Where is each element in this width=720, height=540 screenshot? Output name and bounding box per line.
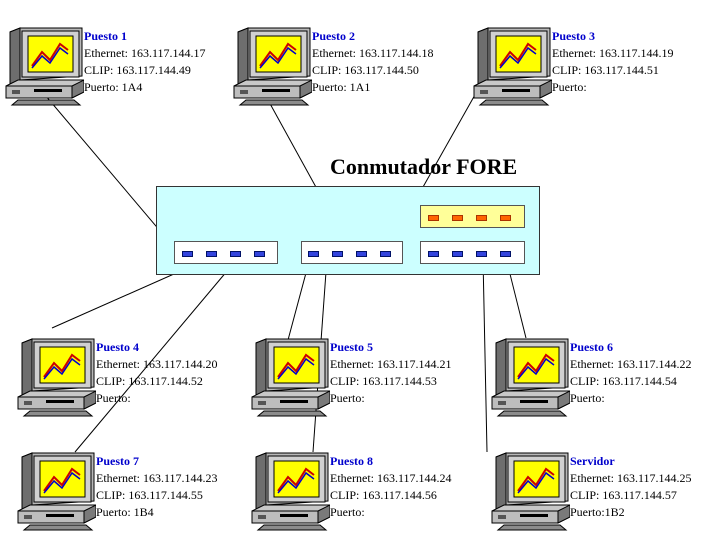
port-uplink-2[interactable] xyxy=(452,215,463,221)
fore-switch xyxy=(156,186,540,275)
switch-module-1a-center xyxy=(301,241,403,264)
clip-address: CLIP: 163.117.144.57 xyxy=(570,488,677,502)
workstation-icon xyxy=(17,338,96,417)
port-1a2[interactable] xyxy=(230,251,241,257)
clip-address: CLIP: 163.117.144.55 xyxy=(96,488,203,502)
ethernet-address: Ethernet: 163.117.144.21 xyxy=(330,357,452,371)
station-info: Puesto 1 Ethernet: 163.117.144.17 CLIP: … xyxy=(84,28,206,96)
switch-module-uplink xyxy=(420,205,525,228)
ethernet-address: Ethernet: 163.117.144.20 xyxy=(96,357,218,371)
ethernet-address: Ethernet: 163.117.144.23 xyxy=(96,471,218,485)
clip-address: CLIP: 163.117.144.50 xyxy=(312,63,419,77)
clip-address: CLIP: 163.117.144.56 xyxy=(330,488,437,502)
workstation-icon xyxy=(233,27,312,106)
ethernet-address: Ethernet: 163.117.144.24 xyxy=(330,471,452,485)
clip-address: CLIP: 163.117.144.54 xyxy=(570,374,677,388)
station-info: Servidor Ethernet: 163.117.144.25 CLIP: … xyxy=(570,453,692,521)
switch-module-1a xyxy=(174,241,278,264)
clip-address: CLIP: 163.117.144.52 xyxy=(96,374,203,388)
station-name: Puesto 8 xyxy=(330,454,373,468)
port-uplink-1[interactable] xyxy=(428,215,439,221)
station-puesto-1: Puesto 1 Ethernet: 163.117.144.17 CLIP: … xyxy=(4,26,244,106)
workstation-icon xyxy=(5,27,84,106)
port-assignment: Puerto: xyxy=(330,505,365,519)
port-assignment: Puerto: xyxy=(96,391,131,405)
port-assignment: Puerto: 1A1 xyxy=(312,80,371,94)
port-assignment: Puerto: 1B4 xyxy=(96,505,154,519)
wire-servidor xyxy=(482,257,488,453)
port-uplink-4[interactable] xyxy=(500,215,511,221)
station-name: Servidor xyxy=(570,454,615,468)
station-servidor: Servidor Ethernet: 163.117.144.25 CLIP: … xyxy=(490,451,720,531)
ethernet-address: Ethernet: 163.117.144.25 xyxy=(570,471,692,485)
switch-module-1b xyxy=(420,241,525,264)
port-1a1b[interactable] xyxy=(254,251,265,257)
port-assignment: Puerto: xyxy=(570,391,605,405)
port-1b1[interactable] xyxy=(428,251,439,257)
port-center-3[interactable] xyxy=(356,251,367,257)
station-info: Puesto 3 Ethernet: 163.117.144.19 CLIP: … xyxy=(552,28,674,96)
workstation-icon xyxy=(251,452,330,531)
station-name: Puesto 7 xyxy=(96,454,139,468)
server-icon xyxy=(491,452,570,531)
port-center-1[interactable] xyxy=(308,251,319,257)
station-puesto-6: Puesto 6 Ethernet: 163.117.144.22 CLIP: … xyxy=(490,337,720,417)
workstation-icon xyxy=(473,27,552,106)
clip-address: CLIP: 163.117.144.49 xyxy=(84,63,191,77)
wire-puesto7 xyxy=(74,257,239,453)
port-1b2[interactable] xyxy=(476,251,487,257)
station-puesto-3: Puesto 3 Ethernet: 163.117.144.19 CLIP: … xyxy=(472,26,712,106)
station-info: Puesto 5 Ethernet: 163.117.144.21 CLIP: … xyxy=(330,339,452,407)
station-info: Puesto 2 Ethernet: 163.117.144.18 CLIP: … xyxy=(312,28,434,96)
ethernet-address: Ethernet: 163.117.144.22 xyxy=(570,357,692,371)
workstation-icon xyxy=(251,338,330,417)
station-name: Puesto 3 xyxy=(552,29,595,43)
clip-address: CLIP: 163.117.144.51 xyxy=(552,63,659,77)
port-center-4[interactable] xyxy=(380,251,391,257)
port-1b4[interactable] xyxy=(500,251,511,257)
station-puesto-8: Puesto 8 Ethernet: 163.117.144.24 CLIP: … xyxy=(250,451,490,531)
ethernet-address: Ethernet: 163.117.144.17 xyxy=(84,46,206,60)
station-name: Puesto 4 xyxy=(96,340,139,354)
station-info: Puesto 7 Ethernet: 163.117.144.23 CLIP: … xyxy=(96,453,218,521)
station-name: Puesto 6 xyxy=(570,340,613,354)
workstation-icon xyxy=(17,452,96,531)
station-puesto-5: Puesto 5 Ethernet: 163.117.144.21 CLIP: … xyxy=(250,337,490,417)
port-assignment: Puerto: xyxy=(552,80,587,94)
port-1a3[interactable] xyxy=(206,251,217,257)
port-assignment: Puerto: 1A4 xyxy=(84,80,143,94)
station-name: Puesto 5 xyxy=(330,340,373,354)
port-assignment: Puerto:1B2 xyxy=(570,505,625,519)
station-name: Puesto 1 xyxy=(84,29,127,43)
port-assignment: Puerto: xyxy=(330,391,365,405)
station-info: Puesto 6 Ethernet: 163.117.144.22 CLIP: … xyxy=(570,339,692,407)
station-puesto-4: Puesto 4 Ethernet: 163.117.144.20 CLIP: … xyxy=(16,337,256,417)
ethernet-address: Ethernet: 163.117.144.19 xyxy=(552,46,674,60)
port-uplink-3[interactable] xyxy=(476,215,487,221)
workstation-icon xyxy=(491,338,570,417)
port-1b2a[interactable] xyxy=(452,251,463,257)
port-1a4[interactable] xyxy=(182,251,193,257)
switch-title: Conmutador FORE xyxy=(330,154,518,179)
station-puesto-7: Puesto 7 Ethernet: 163.117.144.23 CLIP: … xyxy=(16,451,256,531)
clip-address: CLIP: 163.117.144.53 xyxy=(330,374,437,388)
ethernet-address: Ethernet: 163.117.144.18 xyxy=(312,46,434,60)
station-name: Puesto 2 xyxy=(312,29,355,43)
station-info: Puesto 4 Ethernet: 163.117.144.20 CLIP: … xyxy=(96,339,218,407)
station-info: Puesto 8 Ethernet: 163.117.144.24 CLIP: … xyxy=(330,453,452,521)
port-center-2[interactable] xyxy=(332,251,343,257)
station-puesto-2: Puesto 2 Ethernet: 163.117.144.18 CLIP: … xyxy=(232,26,472,106)
